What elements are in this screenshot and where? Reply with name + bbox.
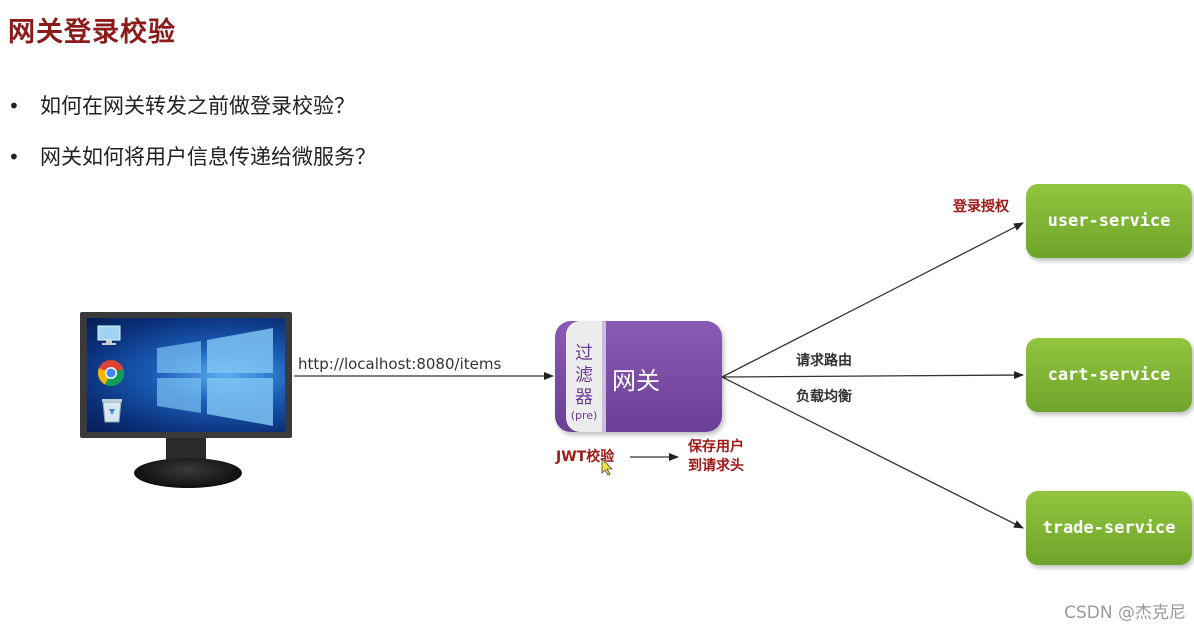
arrow-gateway-to-cart xyxy=(721,371,1024,380)
desktop-screen xyxy=(87,318,285,432)
bullet-item: • 网关如何将用户信息传递给微服务？ xyxy=(8,141,376,171)
user-service-box: user-service xyxy=(1026,184,1192,258)
trade-service-box: trade-service xyxy=(1026,491,1192,565)
pre-filter: 过 滤 器 (pre) xyxy=(566,321,606,432)
bullet-item: • 如何在网关转发之前做登录校验？ xyxy=(8,90,355,120)
jwt-label: JWT校验 xyxy=(556,449,615,465)
gateway-label: 网关 xyxy=(612,367,660,395)
bullet-dot: • xyxy=(8,94,20,118)
watermark: CSDN @杰克尼 xyxy=(1064,603,1186,623)
cursor-icon xyxy=(601,458,613,476)
bullet-dot: • xyxy=(8,145,20,169)
login-auth-label: 登录授权 xyxy=(953,199,1009,215)
save-user-line: 保存用户 xyxy=(688,439,744,455)
chrome-icon xyxy=(98,360,125,387)
filter-char: 器 xyxy=(575,387,593,408)
windows-logo-icon xyxy=(157,328,273,426)
filter-char: 过 xyxy=(575,343,593,364)
monitor-base xyxy=(134,458,242,488)
computer-monitor xyxy=(80,312,292,438)
route-label: 请求路由 xyxy=(796,353,852,369)
arrow-gateway-to-user xyxy=(721,222,1024,378)
save-user-line: 到请求头 xyxy=(688,458,744,474)
save-user-label: 保存用户 到请求头 xyxy=(688,438,744,476)
cart-service-box: cart-service xyxy=(1026,338,1192,412)
bullet-text: 如何在网关转发之前做登录校验？ xyxy=(40,94,355,118)
filter-char: 滤 xyxy=(575,365,593,386)
request-url-label: http://localhost:8080/items xyxy=(298,355,502,373)
page-title: 网关登录校验 xyxy=(8,17,176,48)
recycle-bin-icon xyxy=(102,399,122,423)
gateway-box: 过 滤 器 (pre) 网关 xyxy=(555,321,722,432)
arrow-gateway-to-trade xyxy=(721,376,1024,529)
bullet-text: 网关如何将用户信息传递给微服务？ xyxy=(40,145,376,169)
monitor-icon xyxy=(97,325,121,345)
balance-label: 负载均衡 xyxy=(796,389,852,405)
filter-tag: (pre) xyxy=(570,409,598,422)
